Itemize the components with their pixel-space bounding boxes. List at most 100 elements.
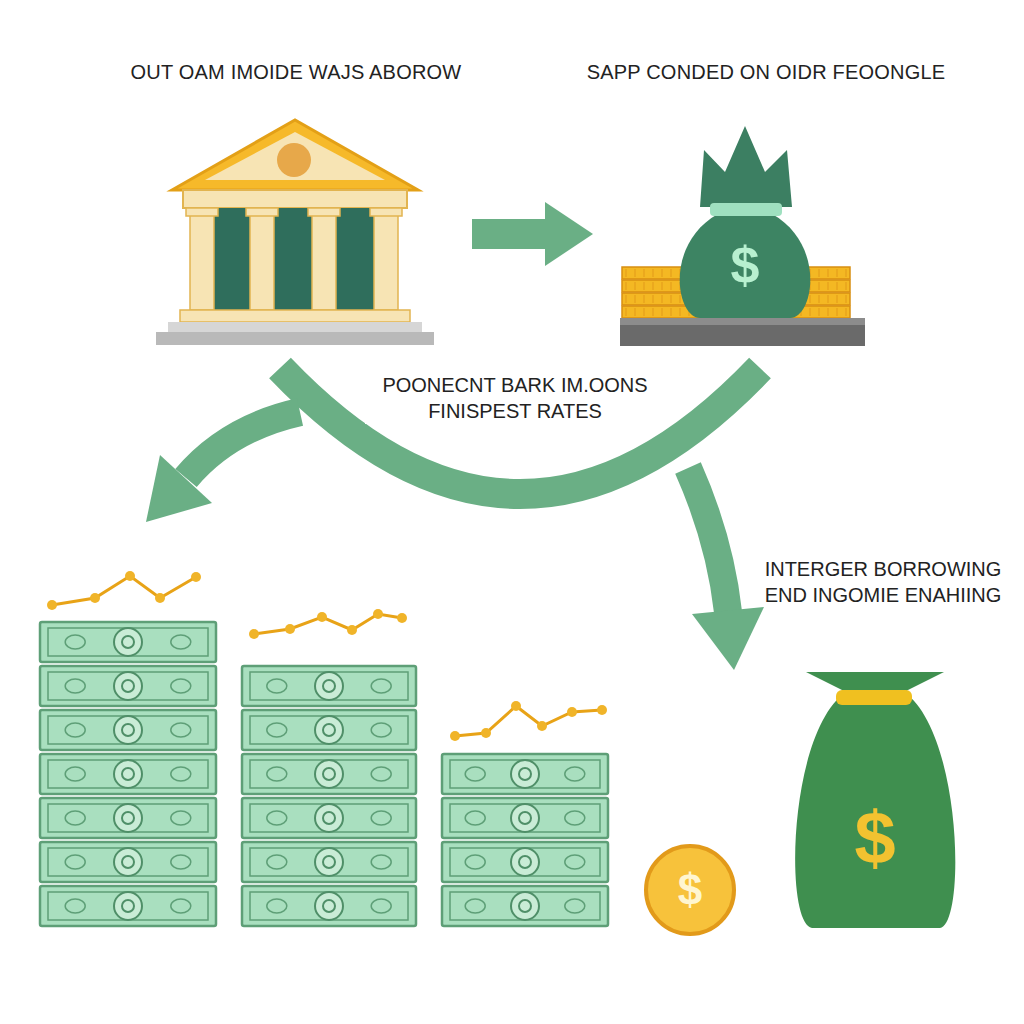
arrow-head: [545, 202, 593, 266]
trend-dot: [249, 629, 259, 639]
trend-line: [52, 576, 196, 605]
coin-ridge: [671, 295, 672, 303]
flow-arrow: [472, 202, 593, 266]
coin-ridge: [846, 282, 847, 290]
coin-ridge: [626, 282, 627, 290]
bank-columns: [186, 208, 402, 310]
trend-dot: [511, 701, 521, 711]
coin-ridge: [644, 269, 645, 277]
coin-ridge: [653, 295, 654, 303]
currency-symbol: $: [835, 790, 915, 886]
coin-ridge: [662, 282, 663, 290]
bill: [242, 842, 416, 882]
bill: [242, 798, 416, 838]
coin-ridge: [837, 295, 838, 303]
bill: [242, 754, 416, 794]
bill: [40, 622, 216, 662]
currency-symbol: $: [715, 232, 775, 300]
bag-band: [836, 690, 912, 705]
coin-ridge: [635, 295, 636, 303]
bag-body: [680, 214, 811, 318]
coin-ridge: [846, 308, 847, 316]
coin-ridge: [846, 295, 847, 303]
coin-ridge: [819, 282, 820, 290]
bank-base: [180, 310, 410, 322]
node-heading: OUT OAM IMOIDE WAJS ABOROW: [110, 60, 482, 85]
bill: [242, 886, 416, 926]
coin-ridge: [819, 295, 820, 303]
trend-dot: [373, 609, 383, 619]
coin-ridge: [662, 308, 663, 316]
bank-icon: [156, 120, 434, 345]
trend-dot: [317, 612, 327, 622]
bank-roof: [172, 120, 418, 190]
bill: [40, 666, 216, 706]
bill-stacks: [40, 571, 608, 926]
bill: [442, 842, 608, 882]
trend-dot: [47, 600, 57, 610]
coin-ridge: [644, 295, 645, 303]
coin-ridge: [671, 308, 672, 316]
bill: [242, 666, 416, 706]
bill: [442, 754, 608, 794]
arrow-head: [146, 455, 212, 522]
coin: [646, 846, 734, 934]
coin-ridge: [828, 282, 829, 290]
coin-ridge: [837, 308, 838, 316]
bill: [40, 842, 216, 882]
coin-ridge: [662, 295, 663, 303]
bill: [40, 886, 216, 926]
illustrated-node: SAPP CONDED ON OIDR FEOONGLE: [575, 60, 957, 350]
bill: [242, 710, 416, 750]
coin-ridge: [626, 269, 627, 277]
coin-ridge: [653, 308, 654, 316]
bank-emblem: [277, 143, 311, 177]
bank-wall: [195, 208, 395, 310]
coin-ridge: [680, 295, 681, 303]
trend-dot: [481, 728, 491, 738]
bank-entablature: [183, 190, 407, 208]
flow-arrow-left: [186, 412, 300, 478]
coin-ridge: [653, 282, 654, 290]
trend-dot: [397, 613, 407, 623]
arc-label: POONECNT BARK IM.OONS FINISPEST RATES: [365, 372, 665, 424]
bank-step: [168, 322, 422, 332]
coin-ridge: [810, 295, 811, 303]
illustrated-node: OUT OAM IMOIDE WAJS ABOROW: [110, 60, 482, 350]
coin-ridge: [671, 269, 672, 277]
coin-ridge: [635, 308, 636, 316]
coin-ridge: [828, 269, 829, 277]
coin-ridge: [653, 269, 654, 277]
coin-ridge: [846, 269, 847, 277]
side-label: INTERGER BORROWING END INGOMIE ENAHIING: [758, 556, 1008, 608]
coin-ridge: [635, 269, 636, 277]
coin-ridge: [671, 282, 672, 290]
coin-ridge: [644, 282, 645, 290]
trend-dot: [450, 731, 460, 741]
trend-line: [455, 706, 602, 736]
coin-ridge: [819, 269, 820, 277]
bag-body: [795, 672, 955, 928]
trend-dot: [285, 624, 295, 634]
trend-dot: [155, 593, 165, 603]
coin-ridge: [662, 269, 663, 277]
coin-ridge: [635, 282, 636, 290]
flow-arrows: [146, 368, 764, 670]
coin-ridge: [837, 269, 838, 277]
trend-dot: [537, 721, 547, 731]
arrow-head: [692, 607, 764, 670]
bill: [40, 798, 216, 838]
bill: [40, 710, 216, 750]
currency-symbol: $: [660, 861, 720, 918]
bill: [40, 754, 216, 794]
money-bag-icon: [620, 126, 865, 346]
coin-ridge: [680, 308, 681, 316]
coin-ridge: [810, 308, 811, 316]
bag-top: [700, 126, 792, 207]
bill: [442, 886, 608, 926]
trend-dot: [567, 707, 577, 717]
coin-ridge: [626, 308, 627, 316]
trend-dot: [191, 572, 201, 582]
coin-ridge: [828, 308, 829, 316]
pedestal-top: [620, 318, 865, 325]
